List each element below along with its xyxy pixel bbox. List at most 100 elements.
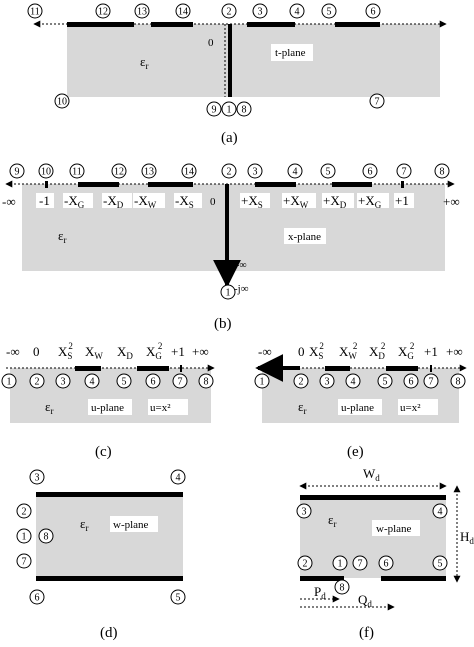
plane-label: u-plane	[91, 402, 124, 414]
dielectric-region	[67, 24, 440, 97]
tick-label: +XS	[241, 193, 263, 210]
axis-label: 0	[298, 344, 305, 359]
svg-text:4: 4	[351, 377, 356, 388]
point-1: 1	[220, 284, 236, 300]
caption-c: (c)	[95, 444, 112, 460]
svg-text:3: 3	[325, 377, 330, 388]
permittivity-label: εr	[328, 512, 336, 529]
svg-text:2: 2	[35, 377, 40, 388]
panel-a: 0 εr t-plane 11 12 13 14 2 3 4 5 6 10 9 …	[27, 3, 447, 146]
svg-text:5: 5	[326, 167, 331, 178]
svg-text:4: 4	[293, 167, 298, 178]
bottom-electrode-left	[300, 576, 344, 581]
point-1: 1	[254, 373, 270, 389]
svg-text:7: 7	[402, 167, 407, 178]
svg-text:12: 12	[98, 7, 108, 18]
point-10: 10	[38, 163, 54, 179]
electrode	[247, 22, 295, 27]
svg-text:14: 14	[178, 7, 188, 18]
svg-text:2: 2	[22, 507, 27, 518]
svg-text:7: 7	[178, 377, 183, 388]
point-8: 8	[198, 373, 214, 389]
svg-text:5: 5	[438, 559, 443, 570]
caption-a: (a)	[221, 130, 238, 146]
point-1: 1	[1, 373, 17, 389]
mapping-label-box	[398, 399, 438, 415]
svg-text:3: 3	[61, 377, 66, 388]
point-7: 7	[369, 93, 385, 109]
p-label: Pd	[314, 584, 326, 601]
electrode	[148, 182, 193, 187]
mapping-label: u=x²	[150, 402, 171, 414]
point-9: 9	[206, 101, 222, 117]
point-3: 3	[319, 373, 335, 389]
electrode	[332, 182, 372, 187]
svg-text:9: 9	[15, 167, 20, 178]
point-labels: 1 2 3 4 5 6 7 8	[254, 373, 466, 389]
point-2: 2	[221, 163, 237, 179]
u-plane-label-box	[338, 399, 382, 415]
bottom-electrode	[36, 576, 183, 581]
axis-label: XD2	[369, 341, 385, 361]
panel-c: -∞ 0 XS2 XW XD XG2 +1 +∞ εr u-plane u=x²…	[1, 341, 215, 460]
point-12: 12	[111, 163, 127, 179]
svg-text:1: 1	[260, 377, 265, 388]
svg-text:8: 8	[44, 532, 49, 543]
q-label: Qd	[358, 592, 372, 609]
svg-text:3: 3	[253, 167, 258, 178]
point-14: 14	[175, 3, 191, 19]
point-9: 9	[9, 163, 25, 179]
neg-inf-imag: -∞	[236, 260, 246, 271]
electrode	[325, 366, 350, 371]
point-13: 13	[141, 163, 157, 179]
plane-label: x-plane	[288, 231, 321, 243]
point-7: 7	[16, 553, 32, 569]
point-5: 5	[116, 373, 132, 389]
top-electrode	[36, 492, 183, 497]
plane-label: w-plane	[376, 523, 412, 535]
origin-label: 0	[208, 37, 214, 49]
tick-labels: -1 -XG -XD -XW -XS 0 +XS +XW +XD +XG +1	[36, 193, 414, 210]
panel-d: εr w-plane 3 4 2 1 8 7 6 5 (d)	[16, 469, 186, 641]
plane-label: t-plane	[275, 47, 306, 59]
svg-text:10: 10	[41, 167, 51, 178]
svg-text:8: 8	[204, 377, 209, 388]
electrode	[78, 182, 119, 187]
point-5: 5	[377, 373, 393, 389]
svg-text:5: 5	[383, 377, 388, 388]
svg-text:8: 8	[242, 105, 247, 116]
w-plane-label-box	[372, 520, 420, 536]
point-7: 7	[352, 555, 368, 571]
permittivity-label: εr	[80, 516, 88, 533]
svg-text:8: 8	[456, 377, 461, 388]
electrode	[151, 22, 193, 27]
axis-label: XG2	[398, 341, 414, 361]
svg-text:3: 3	[35, 473, 40, 484]
axis-label: +1	[424, 344, 438, 359]
tick-label: +1	[395, 193, 409, 208]
mapping-label-box	[148, 399, 188, 415]
axis-label: XD	[117, 344, 133, 361]
point-1: 1	[221, 101, 237, 117]
svg-text:8: 8	[440, 167, 445, 178]
point-4: 4	[345, 373, 361, 389]
svg-text:4: 4	[90, 377, 95, 388]
tick-label: -XS	[175, 193, 194, 210]
panel-b: -1 -XG -XD -XW -XS 0 +XS +XW +XD +XG +1 …	[2, 163, 460, 332]
point-8: 8	[434, 163, 450, 179]
point-8: 8	[236, 101, 252, 117]
electrode	[137, 366, 169, 371]
point-8: 8	[334, 579, 350, 595]
point-7: 7	[172, 373, 188, 389]
electrode	[255, 182, 296, 187]
electrode	[67, 22, 134, 27]
point-labels: 9 10 11 12 13 14 2 3 4 5 6 7 8 1	[9, 163, 450, 300]
svg-text:2: 2	[299, 377, 304, 388]
point-14: 14	[181, 163, 197, 179]
caption-e: (e)	[347, 444, 364, 460]
svg-text:6: 6	[368, 167, 373, 178]
point-4: 4	[287, 163, 303, 179]
electrode	[75, 366, 101, 371]
permittivity-label: εr	[140, 54, 148, 71]
caption-f: (f)	[359, 625, 374, 641]
